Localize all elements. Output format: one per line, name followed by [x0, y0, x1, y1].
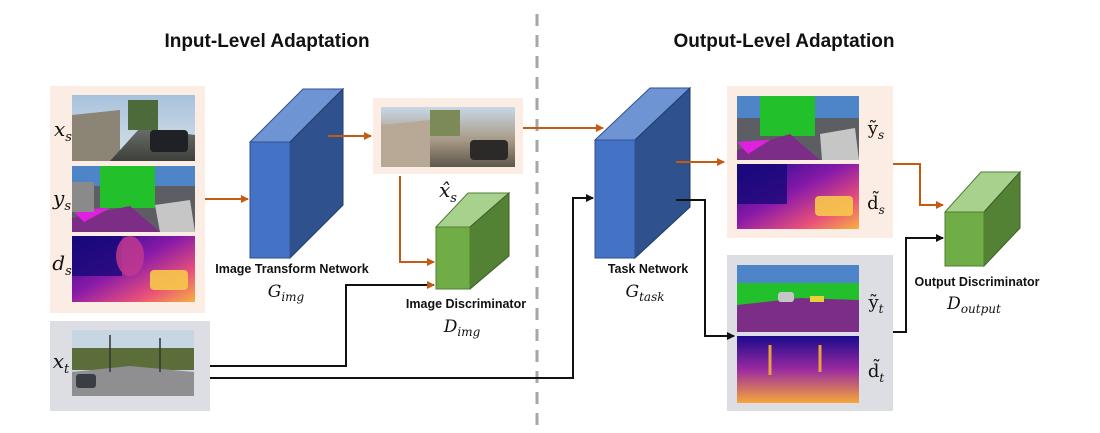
image-transform-network-cube	[248, 87, 345, 260]
label-ds-tilde: d̃s	[867, 191, 885, 217]
output-discriminator-cube	[943, 170, 1022, 268]
arrow-target-predictions-to-output-discriminator	[893, 234, 944, 333]
label-xs: xs	[54, 117, 72, 145]
label-ys: ys	[52, 186, 71, 214]
arrow-target-to-task-network	[210, 194, 594, 379]
task-network-label: Task Network	[608, 262, 688, 276]
output-discriminator-symbol: Doutput	[946, 294, 1001, 316]
source-image-xs	[72, 95, 195, 161]
source-segmentation-ys	[72, 166, 195, 232]
image-transform-network-label: Image Transform Network	[215, 262, 369, 276]
label-xt: xt	[53, 349, 70, 377]
label-dt-tilde: d̃t	[868, 359, 885, 385]
target-pred-depth	[737, 336, 859, 403]
arrow-task-to-target-predictions	[676, 199, 735, 340]
image-discriminator-label: Image Discriminator	[406, 297, 526, 311]
source-pred-depth	[737, 164, 859, 229]
task-network-symbol: Gtask	[626, 282, 665, 304]
input-level-title: Input-Level Adaptation	[164, 31, 369, 52]
image-transform-network-symbol: Gimg	[268, 282, 305, 304]
label-yt-tilde: ỹt	[868, 292, 884, 316]
task-network-cube	[593, 86, 692, 260]
output-discriminator-label: Output Discriminator	[914, 275, 1039, 289]
image-discriminator-symbol: Dimg	[443, 317, 481, 339]
image-discriminator-cube	[434, 191, 511, 291]
source-depth-ds	[72, 236, 195, 302]
label-xs-hat: x̂s	[439, 178, 457, 206]
output-level-title: Output-Level Adaptation	[674, 31, 895, 52]
target-pred-segmentation	[737, 265, 859, 332]
label-ds: ds	[52, 251, 72, 279]
source-pred-segmentation	[737, 96, 859, 160]
arrow-xs-hat-to-image-discriminator	[399, 176, 435, 266]
label-ys-tilde: ỹs	[867, 118, 884, 142]
arrow-source-predictions-to-output-discriminator	[893, 163, 944, 209]
target-image-xt	[72, 330, 194, 396]
transformed-image-xs-hat	[381, 107, 515, 167]
arrow-target-to-image-discriminator	[210, 281, 435, 367]
